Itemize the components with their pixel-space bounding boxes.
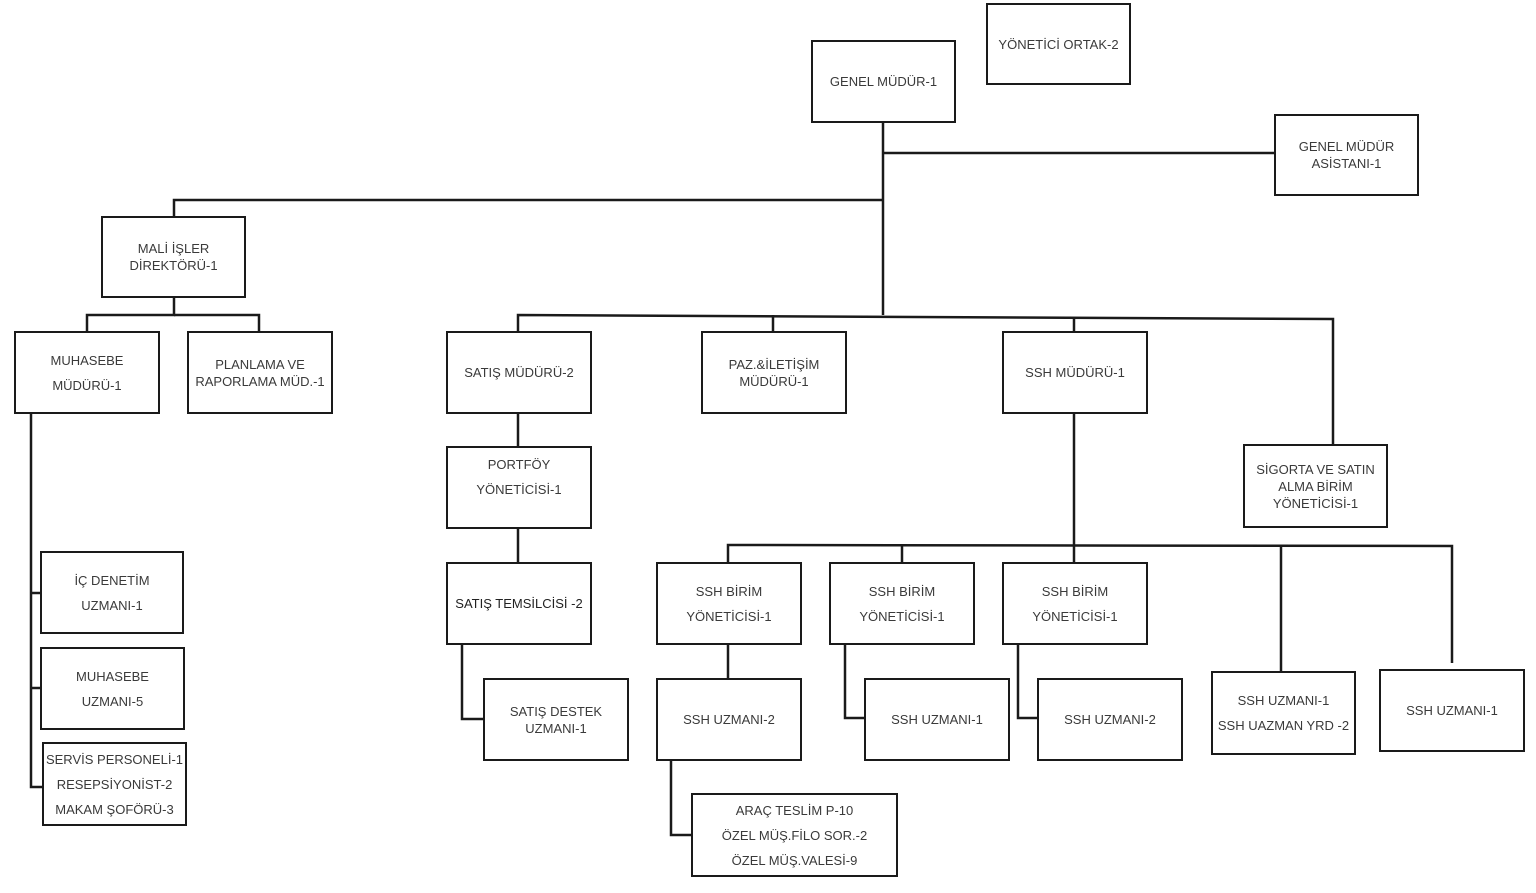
node-paz-iletisim: PAZ.&İLETİŞİM MÜDÜRÜ-1 [701, 331, 847, 414]
node-label: SSH UAZMAN YRD -2 [1217, 718, 1350, 733]
node-label: YÖNETİCİ ORTAK-2 [998, 36, 1119, 52]
node-mali-isler: MALİ İŞLER DİREKTÖRÜ-1 [101, 216, 246, 298]
node-ssh-birim-2: SSH BİRİM YÖNETİCİSİ-1 [829, 562, 975, 645]
node-label: YÖNETİCİSİ-1 [1272, 495, 1359, 511]
node-ssh-uzmani-b: SSH UZMANI-1 [864, 678, 1010, 761]
node-label: UZMANI-5 [81, 693, 144, 709]
node-label: SSH BİRİM [1041, 583, 1109, 599]
node-label: RAPORLAMA MÜD.-1 [195, 373, 325, 389]
node-label: MÜDÜRÜ-1 [52, 377, 122, 393]
node-label: UZMANI-1 [81, 597, 143, 613]
connector-mali-children [85, 297, 176, 332]
node-label: ALMA BİRİM [1278, 478, 1353, 494]
node-label: SSH UZMANI-1 [1406, 703, 1498, 718]
connector-arac-teslim [669, 760, 693, 837]
connector-mali-isler [172, 198, 883, 217]
node-genel-mudur-asistani: GENEL MÜDÜR ASİSTANI-1 [1274, 114, 1419, 196]
node-satis-temsilcisi: SATIŞ TEMSİLCİSİ -2 [446, 562, 592, 645]
node-ssh-birim-1: SSH BİRİM YÖNETİCİSİ-1 [656, 562, 802, 645]
node-portfoy: PORTFÖY YÖNETİCİSİ-1 [446, 446, 592, 529]
node-label: ASİSTANI-1 [1311, 156, 1382, 171]
connector-temsilci-destek [460, 644, 484, 721]
connector-birim2-uzman [843, 643, 865, 720]
node-label: YÖNETİCİSİ-1 [476, 482, 562, 497]
connector-muhasebe-bus [29, 413, 42, 789]
node-label: PAZ.&İLETİŞİM [728, 356, 820, 372]
node-label: SERVİS PERSONELİ-1 [45, 751, 184, 767]
node-label: SSH BİRİM [868, 583, 936, 599]
node-planlama: PLANLAMA VE RAPORLAMA MÜD.-1 [187, 331, 333, 414]
node-label: GENEL MÜDÜR [1298, 139, 1395, 154]
connector-ssh-bus [726, 543, 1454, 663]
node-ssh-uzmani-d: SSH UZMANI-1 [1379, 669, 1525, 752]
node-ssh-uzmani-a: SSH UZMANI-2 [656, 678, 802, 761]
node-label: PLANLAMA VE [215, 356, 305, 372]
node-arac-teslim: ARAÇ TESLİM P-10 ÖZEL MÜŞ.FİLO SOR.-2 ÖZ… [691, 793, 898, 877]
node-label: MÜDÜRÜ-1 [739, 373, 809, 389]
node-satis-muduru: SATIŞ MÜDÜRÜ-2 [446, 331, 592, 414]
node-label: ÖZEL MÜŞ.VALESİ-9 [731, 852, 858, 868]
node-satis-destek: SATIŞ DESTEK UZMANI-1 [483, 678, 629, 761]
node-label: SSH UZMANI-2 [683, 712, 775, 727]
node-label: SİGORTA VE SATIN [1256, 461, 1375, 477]
node-label: MUHASEBE [50, 352, 124, 368]
node-ssh-uzmani-c: SSH UZMANI-2 [1037, 678, 1183, 761]
node-label: SSH UZMANI-1 [1237, 693, 1330, 708]
node-label: SSH UZMANI-2 [1064, 712, 1156, 727]
node-label: SATIŞ DESTEK [509, 703, 603, 719]
node-label: ARAÇ TESLİM P-10 [735, 802, 854, 818]
connector-birim3-uzman [1016, 643, 1038, 720]
node-label: İÇ DENETİM [74, 572, 150, 588]
node-label: YÖNETİCİSİ-1 [686, 608, 772, 624]
node-servis: SERVİS PERSONELİ-1 RESEPSİYONİST-2 MAKAM… [42, 742, 187, 826]
node-label: GENEL MÜDÜR-1 [829, 74, 938, 89]
node-ssh-uzmani-yrd: SSH UZMANI-1 SSH UAZMAN YRD -2 [1211, 671, 1356, 755]
connector-level2-bus [516, 313, 1335, 445]
node-label: YÖNETİCİSİ-1 [1032, 608, 1118, 624]
node-label: SSH UZMANI-1 [891, 712, 983, 727]
connector-planlama [174, 313, 261, 332]
node-label: MUHASEBE [76, 668, 149, 684]
node-label: SATIŞ TEMSİLCİSİ -2 [455, 596, 583, 611]
node-label: MALİ İŞLER [137, 241, 210, 256]
node-label: MAKAM ŞOFÖRÜ-3 [55, 801, 174, 817]
node-genel-mudur: GENEL MÜDÜR-1 [811, 40, 956, 123]
node-label: PORTFÖY [487, 457, 551, 472]
node-label: UZMANI-1 [525, 720, 587, 736]
node-label: SSH BİRİM [695, 583, 763, 599]
node-ic-denetim: İÇ DENETİM UZMANI-1 [40, 551, 184, 634]
node-label: RESEPSİYONİST-2 [56, 776, 173, 792]
node-label: YÖNETİCİSİ-1 [859, 608, 945, 624]
node-ssh-birim-3: SSH BİRİM YÖNETİCİSİ-1 [1002, 562, 1148, 645]
node-muhasebe-muduru: MUHASEBE MÜDÜRÜ-1 [14, 331, 160, 414]
node-muhasebe-uzmani: MUHASEBE UZMANI-5 [40, 647, 185, 730]
node-sigorta: SİGORTA VE SATIN ALMA BİRİM YÖNETİCİSİ-1 [1243, 444, 1388, 528]
node-yonetici-ortak: YÖNETİCİ ORTAK-2 [986, 3, 1131, 85]
node-label: DİREKTÖRÜ-1 [129, 258, 218, 273]
node-label: ÖZEL MÜŞ.FİLO SOR.-2 [721, 827, 868, 843]
node-label: SSH MÜDÜRÜ-1 [1025, 365, 1125, 380]
node-ssh-muduru: SSH MÜDÜRÜ-1 [1002, 331, 1148, 414]
node-label: SATIŞ MÜDÜRÜ-2 [464, 365, 574, 380]
